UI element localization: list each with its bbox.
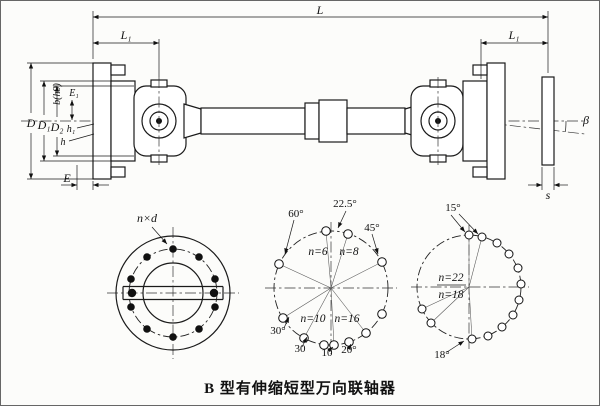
count-label-n8: n=8 [339, 246, 359, 258]
construction-rays [421, 235, 483, 340]
dim-label-E: E [62, 171, 71, 185]
dim-label-E1: E₁ [68, 88, 79, 99]
angle-label-60: 60° [288, 208, 303, 220]
dim-label-L1-left: L₁ [120, 28, 132, 42]
count-label-n22: n=22 [438, 272, 463, 284]
beta-angle-arc [565, 120, 567, 132]
angle-label-45: 45° [364, 222, 379, 234]
slip-plate [541, 76, 555, 166]
flange-inner-circle [142, 262, 204, 324]
dim-label-D: D [26, 116, 36, 130]
figure-caption: B 型有伸缩短型万向联轴器 [204, 381, 396, 397]
count-label-n10: n=10 [300, 313, 325, 325]
dim-label-L1-right: L₁ [508, 28, 520, 42]
count-label-n16: n=16 [334, 313, 359, 325]
angle-label-30: 30 [295, 343, 307, 355]
dim-label-nxd: n×d [137, 211, 158, 225]
left-flange [92, 62, 112, 180]
angle-label-15: 15° [445, 202, 460, 214]
dim-label-beta: β [582, 113, 589, 127]
flange-outer-circle [115, 235, 231, 351]
dim-label-D2: D₂ [50, 120, 64, 134]
dim-label-L: L [316, 3, 324, 17]
left-hub [110, 80, 136, 162]
flange-face-view: n×d [107, 211, 239, 359]
angle-label-22-5: 22.5° [333, 198, 357, 210]
bolt-pattern-diagram-2: 15° 18° n=22 n=18 [411, 202, 529, 361]
right-hub [462, 80, 488, 162]
dimension-annotations: L L₁ L₁ D D₁ D₂ E₁ b(h9) h₁ h [26, 3, 568, 202]
angle-label-30-left: 30° [270, 325, 285, 337]
spline-collar [304, 102, 320, 140]
dim-label-h1: h₁ [67, 124, 75, 135]
shaft-tube [200, 107, 306, 135]
flange-bolt-holes [127, 245, 219, 341]
dim-label-b-h9: b(h9) [52, 83, 63, 105]
angle-label-20: 20° [341, 344, 356, 356]
angle-label-10: 10 [322, 347, 334, 359]
count-label-n6: n=6 [308, 246, 328, 258]
right-flange [486, 62, 506, 180]
construction-rays [278, 230, 383, 346]
pattern-holes [417, 230, 526, 344]
coupling-side-view: β [21, 62, 589, 180]
count-label-n18: n=18 [438, 289, 463, 301]
dim-label-D1: D₁ [37, 118, 51, 132]
spline-sleeve [318, 99, 348, 143]
dim-label-h: h [61, 137, 66, 148]
angle-label-18: 18° [434, 349, 449, 361]
dim-label-s: s [546, 188, 551, 202]
bolt-pattern-diagram-1: 60° 22.5° 45° 30° 30 10 20° n=6 n=8 n=10… [265, 198, 397, 359]
